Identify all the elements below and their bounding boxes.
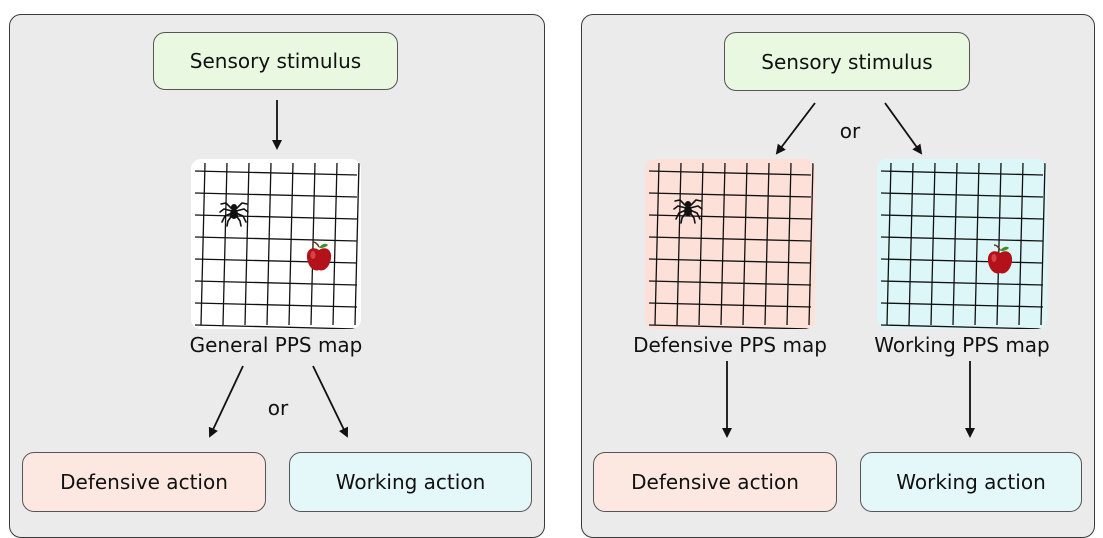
general-pps-map [191, 159, 361, 329]
apple-icon [306, 241, 332, 271]
working-pps-grid [880, 162, 1046, 329]
spider-icon [673, 199, 703, 224]
working-pps-map [877, 159, 1047, 329]
right-working-action-box: Working action [860, 452, 1082, 512]
left-defensive-action-label: Defensive action [60, 470, 228, 494]
apple-icon [987, 244, 1013, 274]
left-sensory-stimulus-label: Sensory stimulus [189, 49, 362, 73]
left-defensive-action-box: Defensive action [22, 452, 266, 512]
right-sensory-stimulus-label: Sensory stimulus [761, 49, 933, 74]
left-working-action-box: Working action [289, 452, 532, 512]
right-defensive-action-box: Defensive action [593, 452, 837, 512]
right-sensory-stimulus-box: Sensory stimulus [724, 32, 970, 91]
general-pps-map-label: General PPS map [189, 333, 363, 357]
defensive-pps-grid [648, 162, 814, 329]
left-working-action-label: Working action [335, 470, 486, 494]
defensive-pps-map [645, 159, 815, 329]
defensive-pps-map-label: Defensive PPS map [633, 333, 827, 357]
general-pps-grid [194, 162, 360, 329]
right-working-action-label: Working action [896, 470, 1046, 494]
spider-icon [219, 202, 249, 227]
right-or-label: or [839, 119, 861, 143]
left-or-label: or [267, 396, 289, 420]
working-pps-map-label: Working PPS map [874, 333, 1050, 357]
left-sensory-stimulus-box: Sensory stimulus [153, 32, 398, 90]
right-defensive-action-label: Defensive action [631, 470, 799, 494]
